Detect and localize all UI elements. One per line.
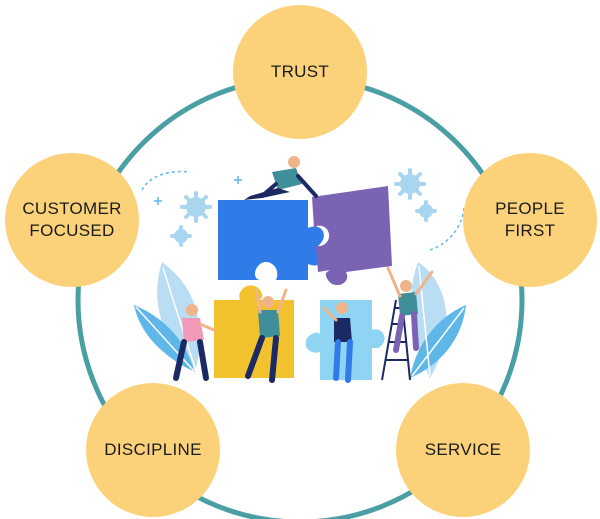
- value-label-people-first: PEOPLE FIRST: [495, 199, 565, 240]
- teamwork-puzzle-illustration: [134, 156, 466, 383]
- puzzle-piece-purple: [312, 186, 392, 286]
- value-bubble-service: [396, 383, 530, 517]
- value-label-service: SERVICE: [424, 440, 502, 459]
- sparkle-icon: [234, 176, 242, 184]
- person-lifting-middle: [245, 288, 288, 383]
- value-bubble-customer-focused: [5, 153, 139, 287]
- leaf-right-icon: [410, 262, 466, 378]
- value-label-discipline: DISCIPLINE: [104, 440, 202, 459]
- person-climbing-top: [244, 156, 318, 200]
- value-bubble-discipline: [86, 383, 220, 517]
- dashed-arrow-left-icon: [141, 170, 191, 191]
- value-label-trust: TRUST: [270, 62, 330, 81]
- person-on-ladder: [386, 266, 434, 353]
- puzzle-piece-blue: [218, 200, 324, 280]
- value-bubble-trust: [233, 5, 367, 139]
- person-pushing-left: [173, 304, 216, 381]
- value-label-customer-focused: CUSTOMER FOCUSED: [22, 199, 122, 240]
- person-reaching-right: [322, 302, 353, 383]
- gear-teeth-icon: [170, 168, 437, 247]
- sparkle-icon: [154, 197, 162, 205]
- value-bubble-people-first: [463, 153, 597, 287]
- dashed-arrow-right-icon: [429, 207, 465, 251]
- leaf-left-icon: [134, 262, 200, 372]
